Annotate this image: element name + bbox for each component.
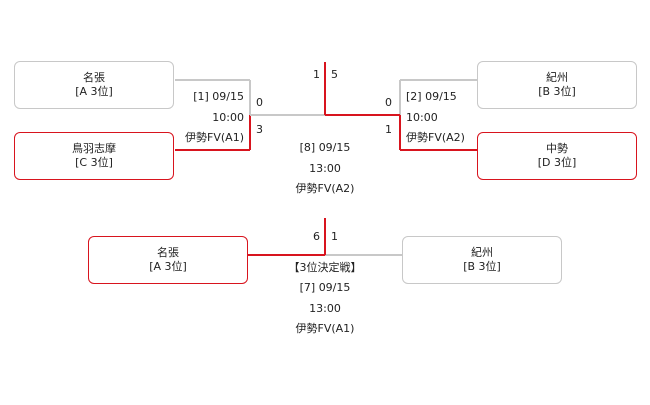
match1-info-venue: 伊勢FV(A1) [185,131,244,144]
final-info-id: [8] 09/15 [299,141,351,154]
team-rank: [B 3位] [538,85,576,98]
team-name: 紀州 [471,246,493,259]
team-rank: [B 3位] [463,260,501,273]
team-name: 名張 [157,246,179,259]
final-score-left: 1 [313,68,320,81]
team-box-m2-bottom: 中勢 [D 3位] [477,132,637,180]
team-box-m2-top: 紀州 [B 3位] [477,61,637,109]
match2-info-id: [2] 09/15 [406,90,457,103]
final-score-right: 5 [331,68,338,81]
team-rank: [A 3位] [149,260,187,273]
team-name: 名張 [83,71,105,84]
match1-info-id: [1] 09/15 [193,90,244,103]
team-rank: [A 3位] [75,85,113,98]
team-box-m1-bottom: 鳥羽志摩 [C 3位] [14,132,174,180]
team-name: 中勢 [546,142,568,155]
final-info-venue: 伊勢FV(A2) [295,182,355,195]
team-name: 紀州 [546,71,568,84]
team-rank: [D 3位] [537,156,577,169]
third-score-right: 1 [331,230,338,243]
match2-score-bottom: 1 [385,123,392,136]
match2-score-top: 0 [385,96,392,109]
final-info-time: 13:00 [309,162,341,175]
match1-score-bottom: 3 [256,123,263,136]
match2-info-time: 10:00 [406,111,438,124]
team-rank: [C 3位] [75,156,113,169]
team-box-third-left: 名張 [A 3位] [88,236,248,284]
third-info-time: 13:00 [309,302,341,315]
third-info-id: [7] 09/15 [299,281,351,294]
match1-score-top: 0 [256,96,263,109]
third-info-title: 【3位決定戦】 [288,261,362,274]
team-box-third-right: 紀州 [B 3位] [402,236,562,284]
team-box-m1-top: 名張 [A 3位] [14,61,174,109]
third-score-left: 6 [313,230,320,243]
third-info-venue: 伊勢FV(A1) [295,322,355,335]
match2-info-venue: 伊勢FV(A2) [406,131,465,144]
team-name: 鳥羽志摩 [72,142,116,155]
match1-info-time: 10:00 [212,111,244,124]
